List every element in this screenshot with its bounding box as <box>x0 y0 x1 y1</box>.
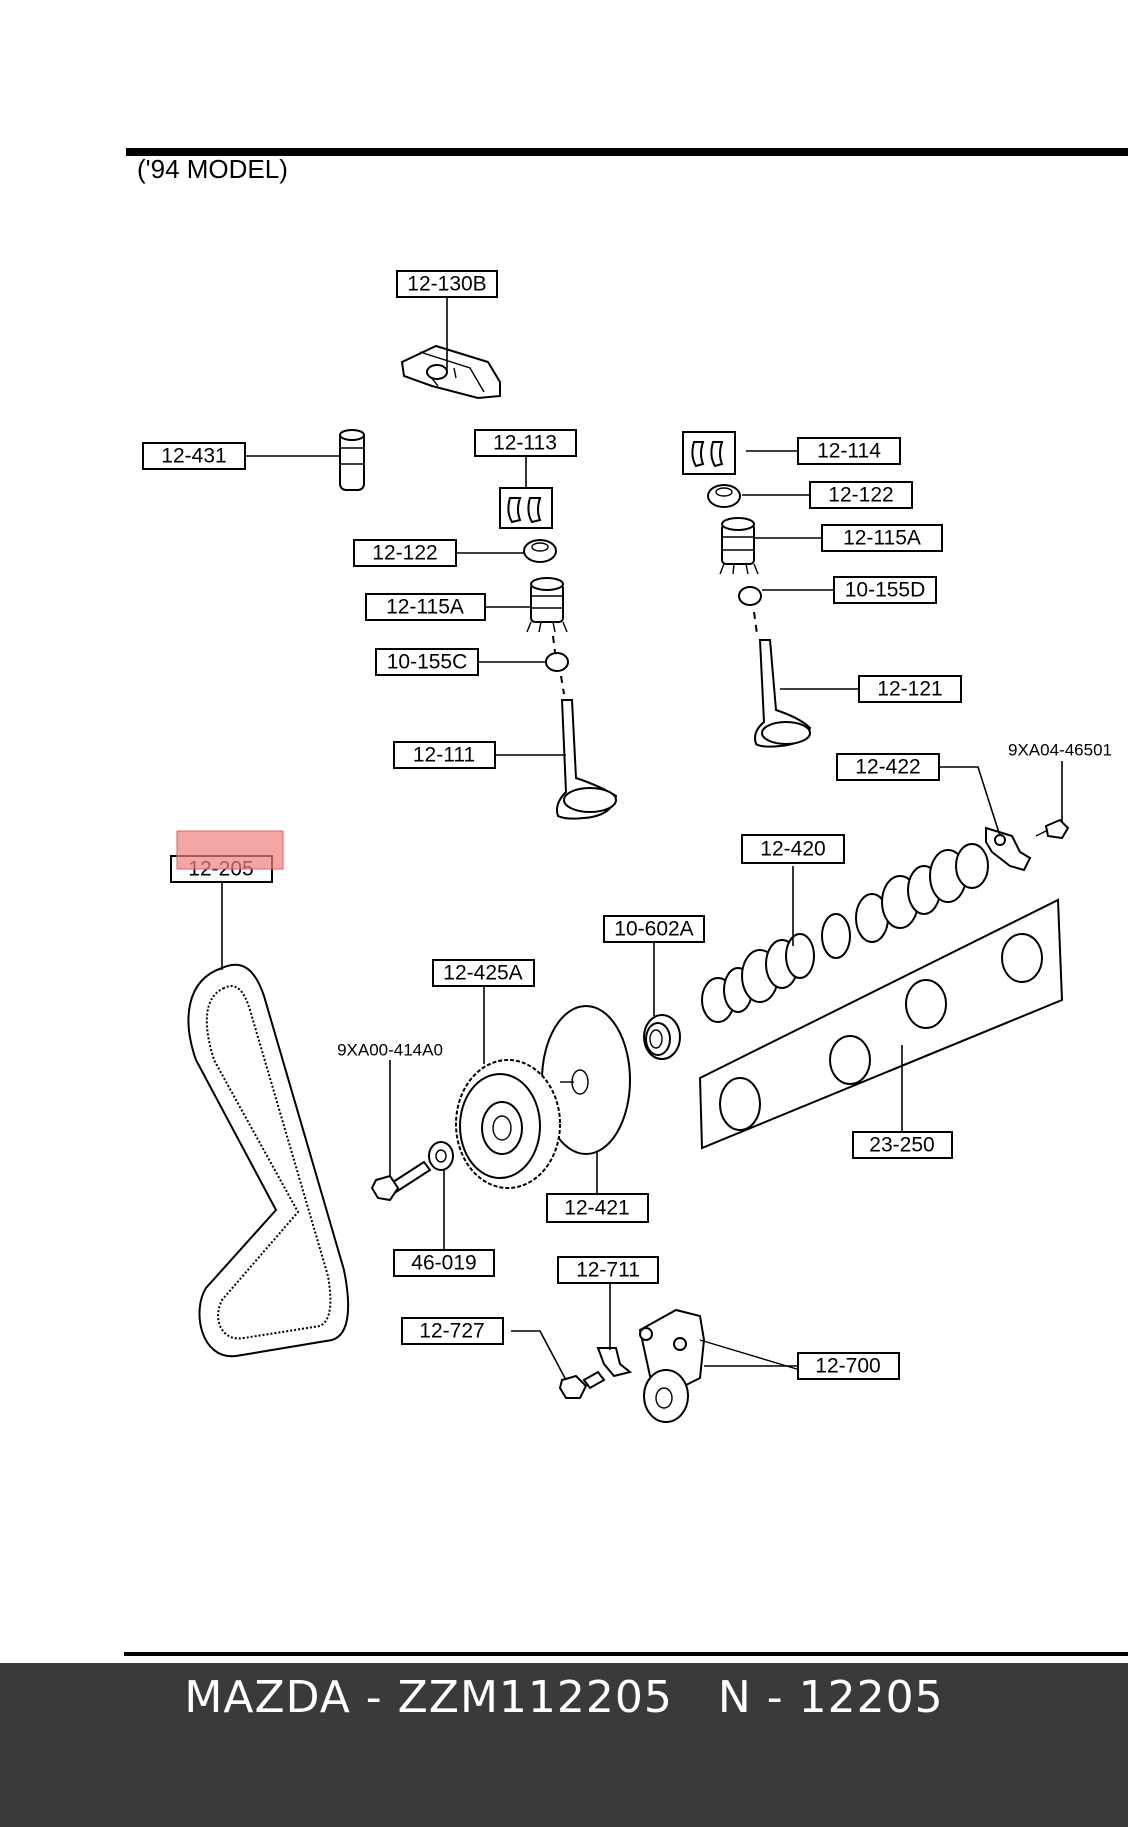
bracket-part <box>985 818 1070 872</box>
label-12-130B[interactable]: 12-130B <box>396 270 498 298</box>
label-46-019[interactable]: 46-019 <box>393 1249 495 1277</box>
label-12-122-right-text: 12-122 <box>828 484 893 507</box>
label-12-121-text: 12-121 <box>877 678 942 701</box>
camshaft-pulley-part <box>455 1059 561 1189</box>
label-12-420-text: 12-420 <box>760 838 825 861</box>
intake-valve-stack <box>499 487 618 820</box>
label-23-250-text: 23-250 <box>869 1134 934 1157</box>
label-12-115A-right-text: 12-115A <box>843 527 921 550</box>
label-12-114[interactable]: 12-114 <box>797 437 901 465</box>
label-12-115A-left-text: 12-115A <box>386 596 464 619</box>
timing-plate-part <box>541 1005 631 1155</box>
label-9XA04-46501[interactable]: 9XA04-46501 <box>1008 741 1112 760</box>
label-12-115A-left[interactable]: 12-115A <box>365 593 486 621</box>
label-12-121[interactable]: 12-121 <box>858 675 962 703</box>
tensioner-bolt-part <box>558 1370 606 1399</box>
label-12-111-text: 12-111 <box>413 744 475 767</box>
label-12-431[interactable]: 12-431 <box>142 442 246 470</box>
label-12-711-text: 12-711 <box>576 1259 640 1282</box>
label-12-122-right[interactable]: 12-122 <box>809 481 913 509</box>
model-note: ('94 MODEL) <box>137 154 288 184</box>
rocker-arm-part <box>400 344 501 400</box>
label-12-122-left-text: 12-122 <box>372 542 437 565</box>
label-12-421-text: 12-421 <box>564 1197 629 1220</box>
label-12-711[interactable]: 12-711 <box>557 1256 659 1284</box>
label-12-727-text: 12-727 <box>419 1320 484 1343</box>
lash-adjuster-part <box>339 429 365 491</box>
highlight-box <box>176 830 284 870</box>
footer-bar: MAZDA - ZZM112205 N - 12205 <box>0 1663 1128 1827</box>
leader-lines <box>221 297 1063 1381</box>
label-10-155D[interactable]: 10-155D <box>833 576 937 604</box>
washer-part <box>428 1141 454 1171</box>
label-12-115A-right[interactable]: 12-115A <box>821 524 943 552</box>
cylinder-head-part <box>698 898 1064 1150</box>
label-12-700[interactable]: 12-700 <box>797 1352 900 1380</box>
label-12-113[interactable]: 12-113 <box>474 429 577 457</box>
label-10-602A[interactable]: 10-602A <box>603 915 705 943</box>
tensioner-spring-part <box>596 1347 633 1378</box>
label-9XA04-46501-text: 9XA04-46501 <box>1008 741 1112 760</box>
pulley-bolt-part <box>370 1160 432 1202</box>
label-12-425A[interactable]: 12-425A <box>432 959 535 987</box>
label-12-431-text: 12-431 <box>161 445 226 468</box>
label-46-019-text: 46-019 <box>411 1252 476 1275</box>
label-10-155D-text: 10-155D <box>845 579 926 602</box>
label-12-421[interactable]: 12-421 <box>546 1193 649 1223</box>
camshaft-part <box>701 843 993 1023</box>
label-23-250[interactable]: 23-250 <box>852 1131 953 1159</box>
label-10-155C[interactable]: 10-155C <box>375 648 479 676</box>
label-10-602A-text: 10-602A <box>614 918 693 941</box>
part-number-caption: MAZDA - ZZM112205 N - 12205 <box>184 1672 944 1723</box>
oil-seal-part <box>643 1014 681 1060</box>
label-12-422-text: 12-422 <box>855 756 920 779</box>
timing-belt-part <box>187 963 350 1358</box>
label-12-122-left[interactable]: 12-122 <box>353 539 457 567</box>
label-12-420[interactable]: 12-420 <box>741 834 845 864</box>
label-12-700-text: 12-700 <box>815 1355 880 1378</box>
label-12-130B-text: 12-130B <box>407 273 486 296</box>
label-12-425A-text: 12-425A <box>443 962 522 985</box>
label-10-155C-text: 10-155C <box>387 651 468 674</box>
label-12-727[interactable]: 12-727 <box>401 1317 504 1345</box>
label-12-422[interactable]: 12-422 <box>836 753 940 781</box>
label-9XA00-414A0-text: 9XA00-414A0 <box>337 1041 443 1060</box>
exhaust-valve-stack <box>682 431 812 748</box>
label-12-111[interactable]: 12-111 <box>393 741 496 769</box>
label-12-113-text: 12-113 <box>493 432 557 455</box>
tensioner-part <box>638 1308 801 1423</box>
label-9XA00-414A0[interactable]: 9XA00-414A0 <box>337 1041 443 1060</box>
label-12-114-text: 12-114 <box>817 440 881 463</box>
